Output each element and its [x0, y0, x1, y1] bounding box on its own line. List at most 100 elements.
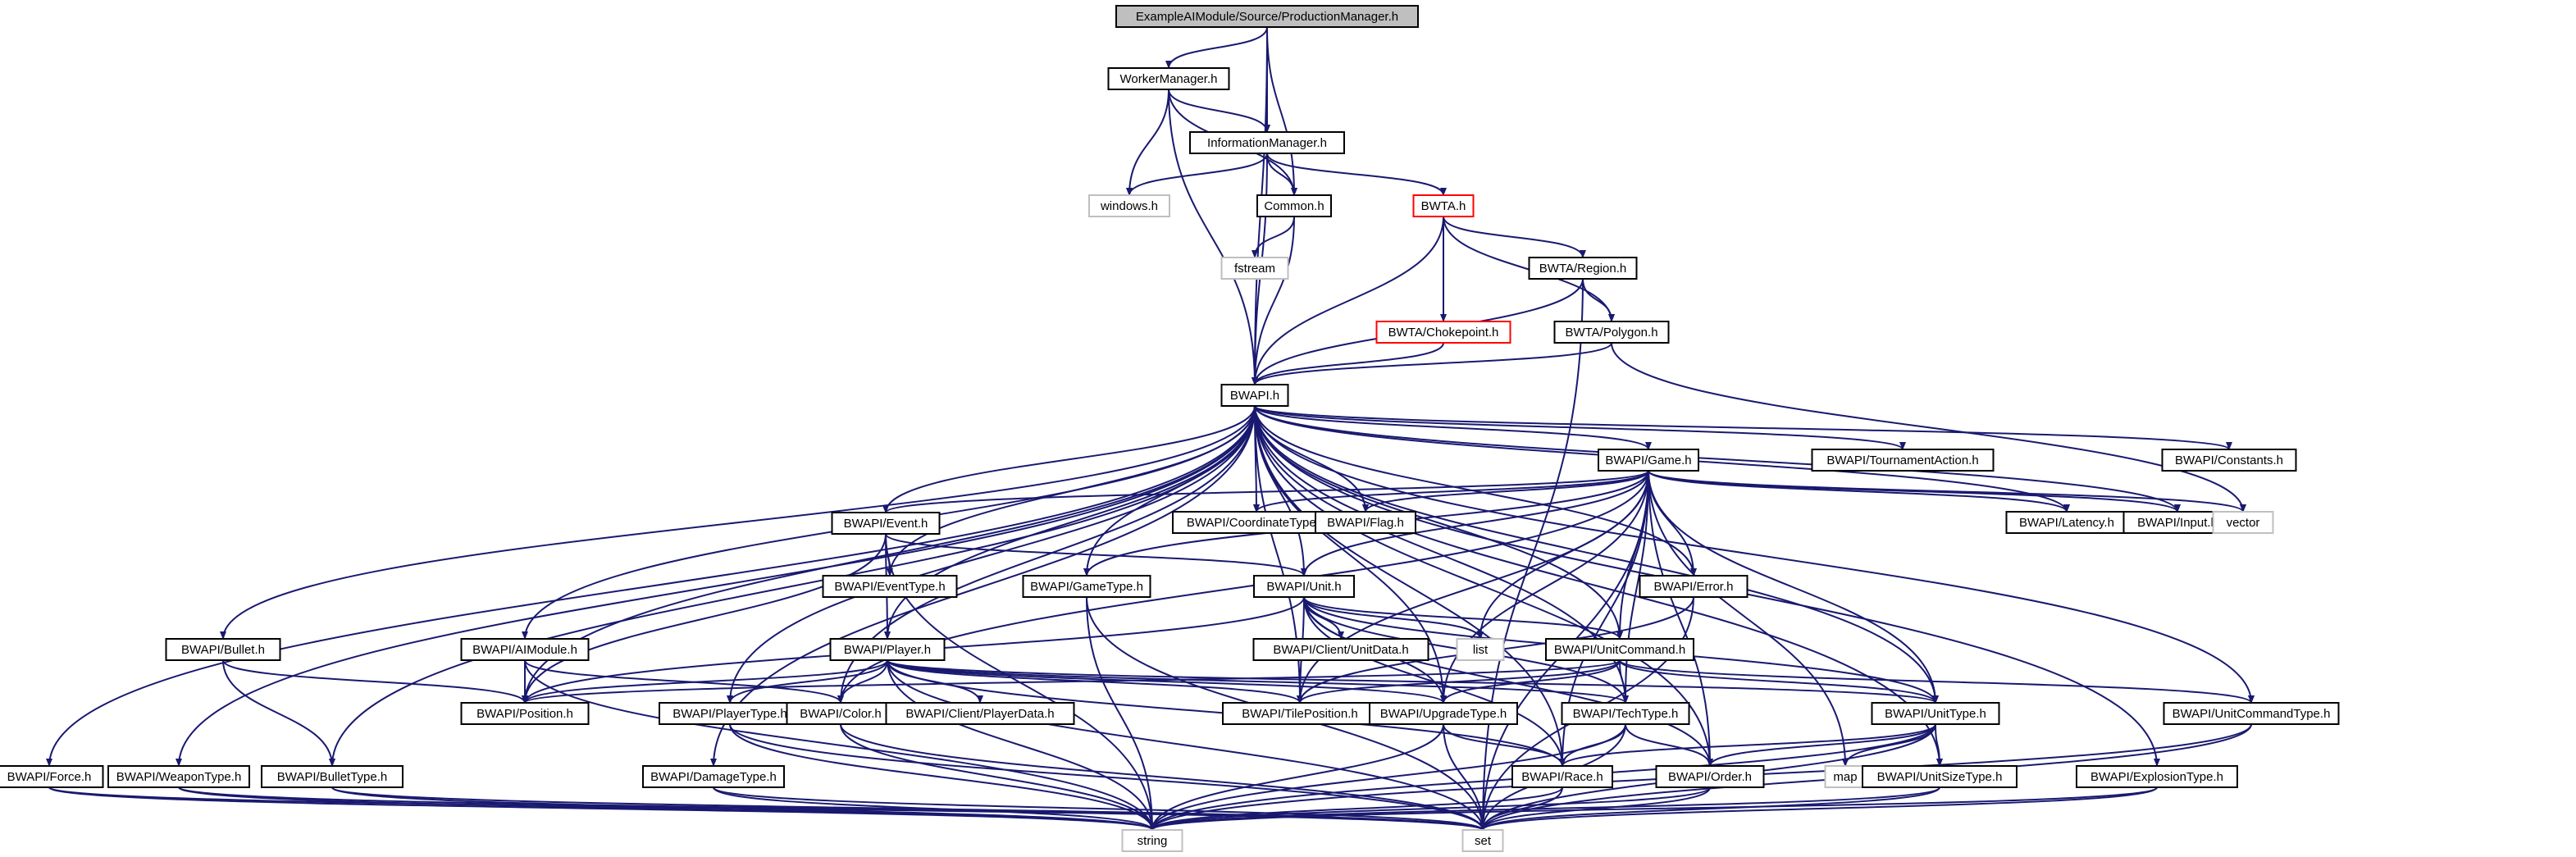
node-label: WorkerManager.h — [1120, 72, 1218, 86]
edge-game-to-coordtype — [1253, 470, 1649, 513]
node-bwapi-gametype-h[interactable]: BWAPI/GameType.h — [1022, 575, 1151, 598]
edge-color-to-set — [840, 723, 1486, 831]
node-bwapi-tournamentaction-h[interactable]: BWAPI/TournamentAction.h — [1811, 449, 1995, 472]
edge-player-to-upgradetype — [887, 659, 1447, 704]
node-box — [831, 512, 941, 535]
edge-polygon-to-bwapi — [1252, 342, 1612, 385]
node-label: fstream — [1234, 262, 1275, 276]
node-bwapi-unitcommandtype-h[interactable]: BWAPI/UnitCommandType.h — [2163, 702, 2340, 725]
edge-game-to-techtype — [1622, 470, 1649, 704]
node-bwapi-game-h[interactable]: BWAPI/Game.h — [1598, 449, 1699, 472]
node-box — [1121, 829, 1183, 852]
node-bwapi-eventtype-h[interactable]: BWAPI/EventType.h — [822, 575, 958, 598]
node-label: BWAPI/UnitCommand.h — [1554, 643, 1685, 657]
node-bwapi-bullettype-h[interactable]: BWAPI/BulletType.h — [261, 765, 403, 788]
edge-unittype-to-unitsizetype — [1935, 723, 1943, 767]
node-bwapi-color-h[interactable]: BWAPI/Color.h — [786, 702, 896, 725]
node-bwapi-upgradetype-h[interactable]: BWAPI/UpgradeType.h — [1369, 702, 1518, 725]
edge-region-to-set — [1479, 278, 1584, 831]
edge-bwapi-to-race — [1254, 405, 1566, 767]
node-bwapi-tileposition-h[interactable]: BWAPI/TilePosition.h — [1222, 702, 1378, 725]
node-bwapi-unit-h[interactable]: BWAPI/Unit.h — [1253, 575, 1355, 598]
node-label: BWAPI.h — [1230, 389, 1279, 403]
node-bwta-h[interactable]: BWTA.h — [1412, 194, 1475, 217]
node-bwapi-bullet-h[interactable]: BWAPI/Bullet.h — [165, 638, 281, 661]
node-bwapi-flag-h[interactable]: BWAPI/Flag.h — [1315, 511, 1416, 534]
edge-game-to-vector — [1648, 470, 2246, 513]
edge-aimodule-to-color — [524, 659, 844, 704]
node-bwapi-h[interactable]: BWAPI.h — [1220, 384, 1289, 407]
edge-player-to-playertype — [727, 659, 888, 704]
node-box — [1412, 194, 1475, 217]
node-box — [1871, 702, 2000, 725]
node-string[interactable]: string — [1121, 829, 1183, 852]
node-common-h[interactable]: Common.h — [1256, 194, 1332, 217]
node-bwapi-aimodule-h[interactable]: BWAPI/AIModule.h — [460, 638, 590, 661]
node-label: BWAPI/UnitCommandType.h — [2173, 707, 2331, 721]
edges-layer — [46, 26, 2255, 831]
node-label: BWTA/Chokepoint.h — [1388, 326, 1499, 340]
edge-weapontype-to-set — [178, 786, 1486, 831]
node-bwapi-position-h[interactable]: BWAPI/Position.h — [460, 702, 590, 725]
node-bwapi-error-h[interactable]: BWAPI/Error.h — [1639, 575, 1748, 598]
node-bwapi-latency-h[interactable]: BWAPI/Latency.h — [2005, 511, 2128, 534]
node-bwapi-race-h[interactable]: BWAPI/Race.h — [1511, 765, 1613, 788]
node-bwapi-constants-h[interactable]: BWAPI/Constants.h — [2161, 449, 2297, 472]
node-bwapi-order-h[interactable]: BWAPI/Order.h — [1655, 765, 1765, 788]
node-bwta-polygon-h[interactable]: BWTA/Polygon.h — [1553, 321, 1670, 344]
node-bwapi-playertype-h[interactable]: BWAPI/PlayerType.h — [659, 702, 801, 725]
node-label: BWAPI/BulletType.h — [277, 770, 388, 784]
node-vector[interactable]: vector — [2212, 511, 2274, 534]
node-box — [1655, 765, 1765, 788]
edge-game-to-error — [1648, 470, 1697, 577]
edge-player-to-set — [887, 659, 1486, 831]
edge-bwapi-to-playertype — [727, 405, 1256, 704]
node-bwapi-force-h[interactable]: BWAPI/Force.h — [0, 765, 104, 788]
node-bwta-region-h[interactable]: BWTA/Region.h — [1528, 257, 1638, 280]
node-label: list — [1473, 643, 1489, 657]
node-workermanager-h[interactable]: WorkerManager.h — [1107, 67, 1230, 90]
node-bwapi-player-h[interactable]: BWAPI/Player.h — [829, 638, 946, 661]
node-bwapi-explosiontype-h[interactable]: BWAPI/ExplosionType.h — [2076, 765, 2238, 788]
node-exampleaimodule-source-productionmanager-h[interactable]: ExampleAIModule/Source/ProductionManager… — [1115, 5, 1419, 28]
node-bwapi-unittype-h[interactable]: BWAPI/UnitType.h — [1871, 702, 2000, 725]
node-bwapi-unitcommand-h[interactable]: BWAPI/UnitCommand.h — [1545, 638, 1694, 661]
node-fstream[interactable]: fstream — [1220, 257, 1289, 280]
node-box — [2212, 511, 2274, 534]
node-label: InformationManager.h — [1207, 136, 1327, 150]
edge-bwapi-to-event — [882, 405, 1256, 513]
edge-playertype-to-string — [729, 723, 1156, 831]
node-bwapi-client-unitdata-h[interactable]: BWAPI/Client/UnitData.h — [1252, 638, 1429, 661]
edge-game-to-upgradetype — [1440, 470, 1649, 704]
edge-bwapi-to-unittype — [1254, 405, 1939, 704]
node-set[interactable]: set — [1461, 829, 1504, 852]
node-box — [822, 575, 958, 598]
node-bwapi-techtype-h[interactable]: BWAPI/TechType.h — [1561, 702, 1690, 725]
edge-bwapi-to-damagetype — [710, 405, 1256, 767]
node-box — [0, 765, 104, 788]
edge-bwapi-to-game — [1254, 405, 1652, 450]
node-box — [2076, 765, 2238, 788]
node-label: BWAPI/UnitType.h — [1885, 707, 1986, 721]
node-list[interactable]: list — [1456, 638, 1505, 661]
node-informationmanager-h[interactable]: InformationManager.h — [1189, 131, 1345, 154]
node-windows-h[interactable]: windows.h — [1088, 194, 1170, 217]
node-box — [1461, 829, 1504, 852]
edge-common-to-bwapi — [1252, 216, 1295, 385]
node-label: BWAPI/Flag.h — [1327, 516, 1404, 530]
node-bwta-chokepoint-h[interactable]: BWTA/Chokepoint.h — [1375, 321, 1511, 344]
node-box — [107, 765, 250, 788]
edge-unitcommand-to-unitcommandtype — [1619, 659, 2255, 704]
node-bwapi-weapontype-h[interactable]: BWAPI/WeaponType.h — [107, 765, 250, 788]
node-bwapi-client-playerdata-h[interactable]: BWAPI/Client/PlayerData.h — [885, 702, 1075, 725]
edge-race-to-string — [1149, 786, 1563, 831]
node-bwapi-coordinatetype-h[interactable]: BWAPI/CoordinateType.h — [1172, 511, 1341, 534]
node-label: Common.h — [1264, 199, 1324, 213]
node-bwapi-event-h[interactable]: BWAPI/Event.h — [831, 512, 941, 535]
node-bwapi-unitsizetype-h[interactable]: BWAPI/UnitSizeType.h — [1862, 765, 2017, 788]
node-map[interactable]: map — [1824, 765, 1867, 788]
node-label: ExampleAIModule/Source/ProductionManager… — [1136, 10, 1398, 24]
edge-order-to-set — [1479, 786, 1711, 831]
node-bwapi-damagetype-h[interactable]: BWAPI/DamageType.h — [642, 765, 785, 788]
edge-upgradetype-to-race — [1443, 723, 1566, 767]
